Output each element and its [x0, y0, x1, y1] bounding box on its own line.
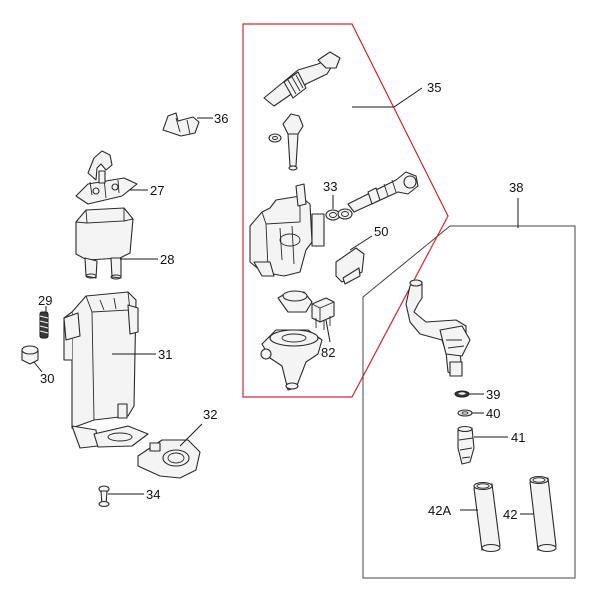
callout-29: 29 — [38, 293, 52, 308]
part-38-assembly — [405, 279, 471, 377]
group-38-outline — [362, 225, 576, 579]
callout-31: 31 — [158, 347, 172, 362]
part-40-washer — [457, 409, 473, 417]
callout-34: 34 — [146, 487, 160, 502]
group-35-outline — [242, 23, 449, 398]
part-30-cap — [21, 345, 39, 365]
callout-labels: 35 36 27 28 29 30 31 32 33 34 38 39 40 4… — [38, 80, 525, 522]
part-41-nozzle — [457, 425, 475, 465]
part-42a-tube — [473, 481, 501, 553]
part-27-bracket — [75, 150, 138, 205]
callout-42: 42 — [503, 507, 517, 522]
callout-28: 28 — [160, 252, 174, 267]
callout-41: 41 — [511, 430, 525, 445]
part-29-spring — [39, 311, 49, 339]
callout-38: 38 — [509, 180, 523, 195]
callout-35: 35 — [427, 80, 441, 95]
part-42-tube — [529, 475, 557, 553]
leader-lines — [33, 87, 534, 515]
part-34-screw — [98, 485, 110, 508]
callout-30: 30 — [40, 371, 54, 386]
callout-82: 82 — [321, 345, 335, 360]
part-31-housing — [63, 291, 149, 449]
callout-33: 33 — [323, 179, 337, 194]
callout-42a: 42A — [428, 503, 451, 518]
part-50-latch — [335, 247, 365, 285]
part-28-tray — [75, 207, 134, 280]
part-39-o-ring — [454, 390, 470, 398]
part-32-plate — [137, 439, 201, 479]
part-82-switch — [311, 297, 335, 330]
callout-50: 50 — [374, 224, 388, 239]
callout-27: 27 — [150, 183, 164, 198]
callout-39: 39 — [486, 387, 500, 402]
callout-40: 40 — [486, 406, 500, 421]
callout-32: 32 — [203, 407, 217, 422]
part-36-clip — [162, 112, 200, 137]
callout-36: 36 — [214, 111, 228, 126]
part-35-assembly — [249, 51, 419, 391]
